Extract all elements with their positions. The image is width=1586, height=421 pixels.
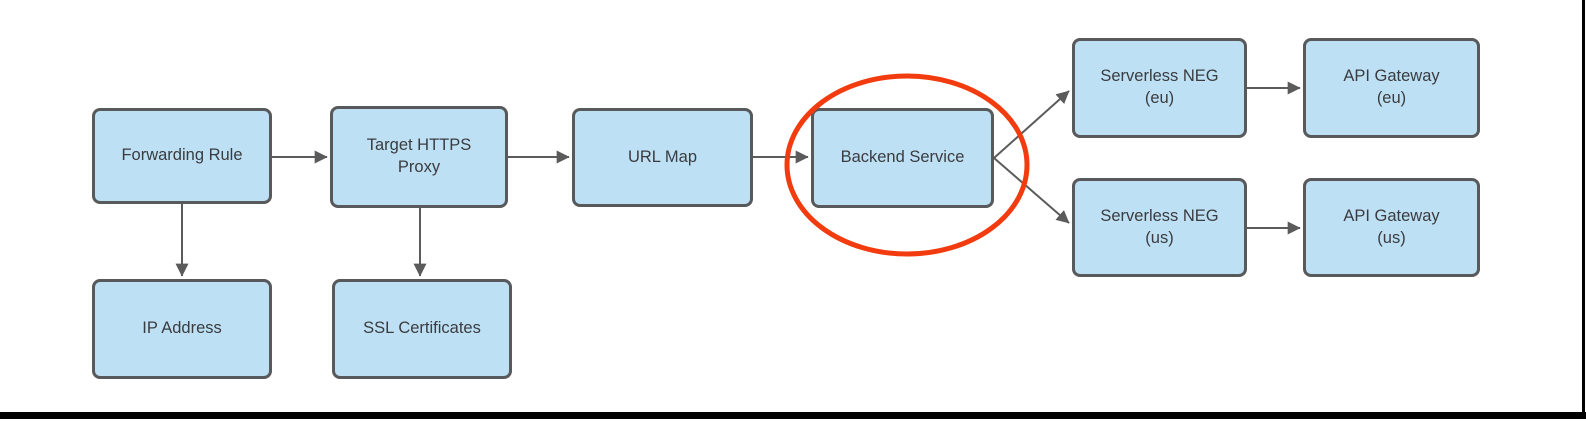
node-backend-service: Backend Service (811, 108, 994, 208)
node-api-gateway-us: API Gateway (us) (1303, 178, 1480, 277)
right-border-line (1582, 0, 1585, 419)
node-label: Target HTTPS Proxy (366, 136, 472, 176)
node-label: URL Map (627, 147, 698, 166)
node-label: Backend Service (840, 148, 965, 167)
node-label: API Gateway (eu) (1343, 67, 1440, 107)
node-label: Forwarding Rule (121, 146, 243, 165)
edge-backend-service-to-serverless-neg-us (993, 157, 1070, 224)
node-serverless-neg-eu: Serverless NEG (eu) (1072, 38, 1247, 138)
node-api-gateway-eu: API Gateway (eu) (1303, 38, 1480, 138)
bottom-border-line (0, 412, 1586, 419)
node-ssl-certificates: SSL Certificates (332, 279, 512, 379)
node-label: Serverless NEG (eu) (1100, 67, 1219, 107)
node-label: IP Address (142, 319, 222, 338)
node-label: API Gateway (us) (1343, 206, 1440, 247)
node-ip-address: IP Address (92, 279, 272, 379)
node-target-https-proxy: Target HTTPS Proxy (330, 106, 508, 208)
node-url-map: URL Map (572, 108, 753, 207)
node-serverless-neg-us: Serverless NEG (us) (1072, 178, 1247, 277)
edge-backend-service-to-serverless-neg-eu (993, 90, 1070, 159)
node-forwarding-rule: Forwarding Rule (92, 108, 272, 204)
node-label: SSL Certificates (363, 319, 481, 338)
node-label: Serverless NEG (us) (1100, 206, 1219, 247)
